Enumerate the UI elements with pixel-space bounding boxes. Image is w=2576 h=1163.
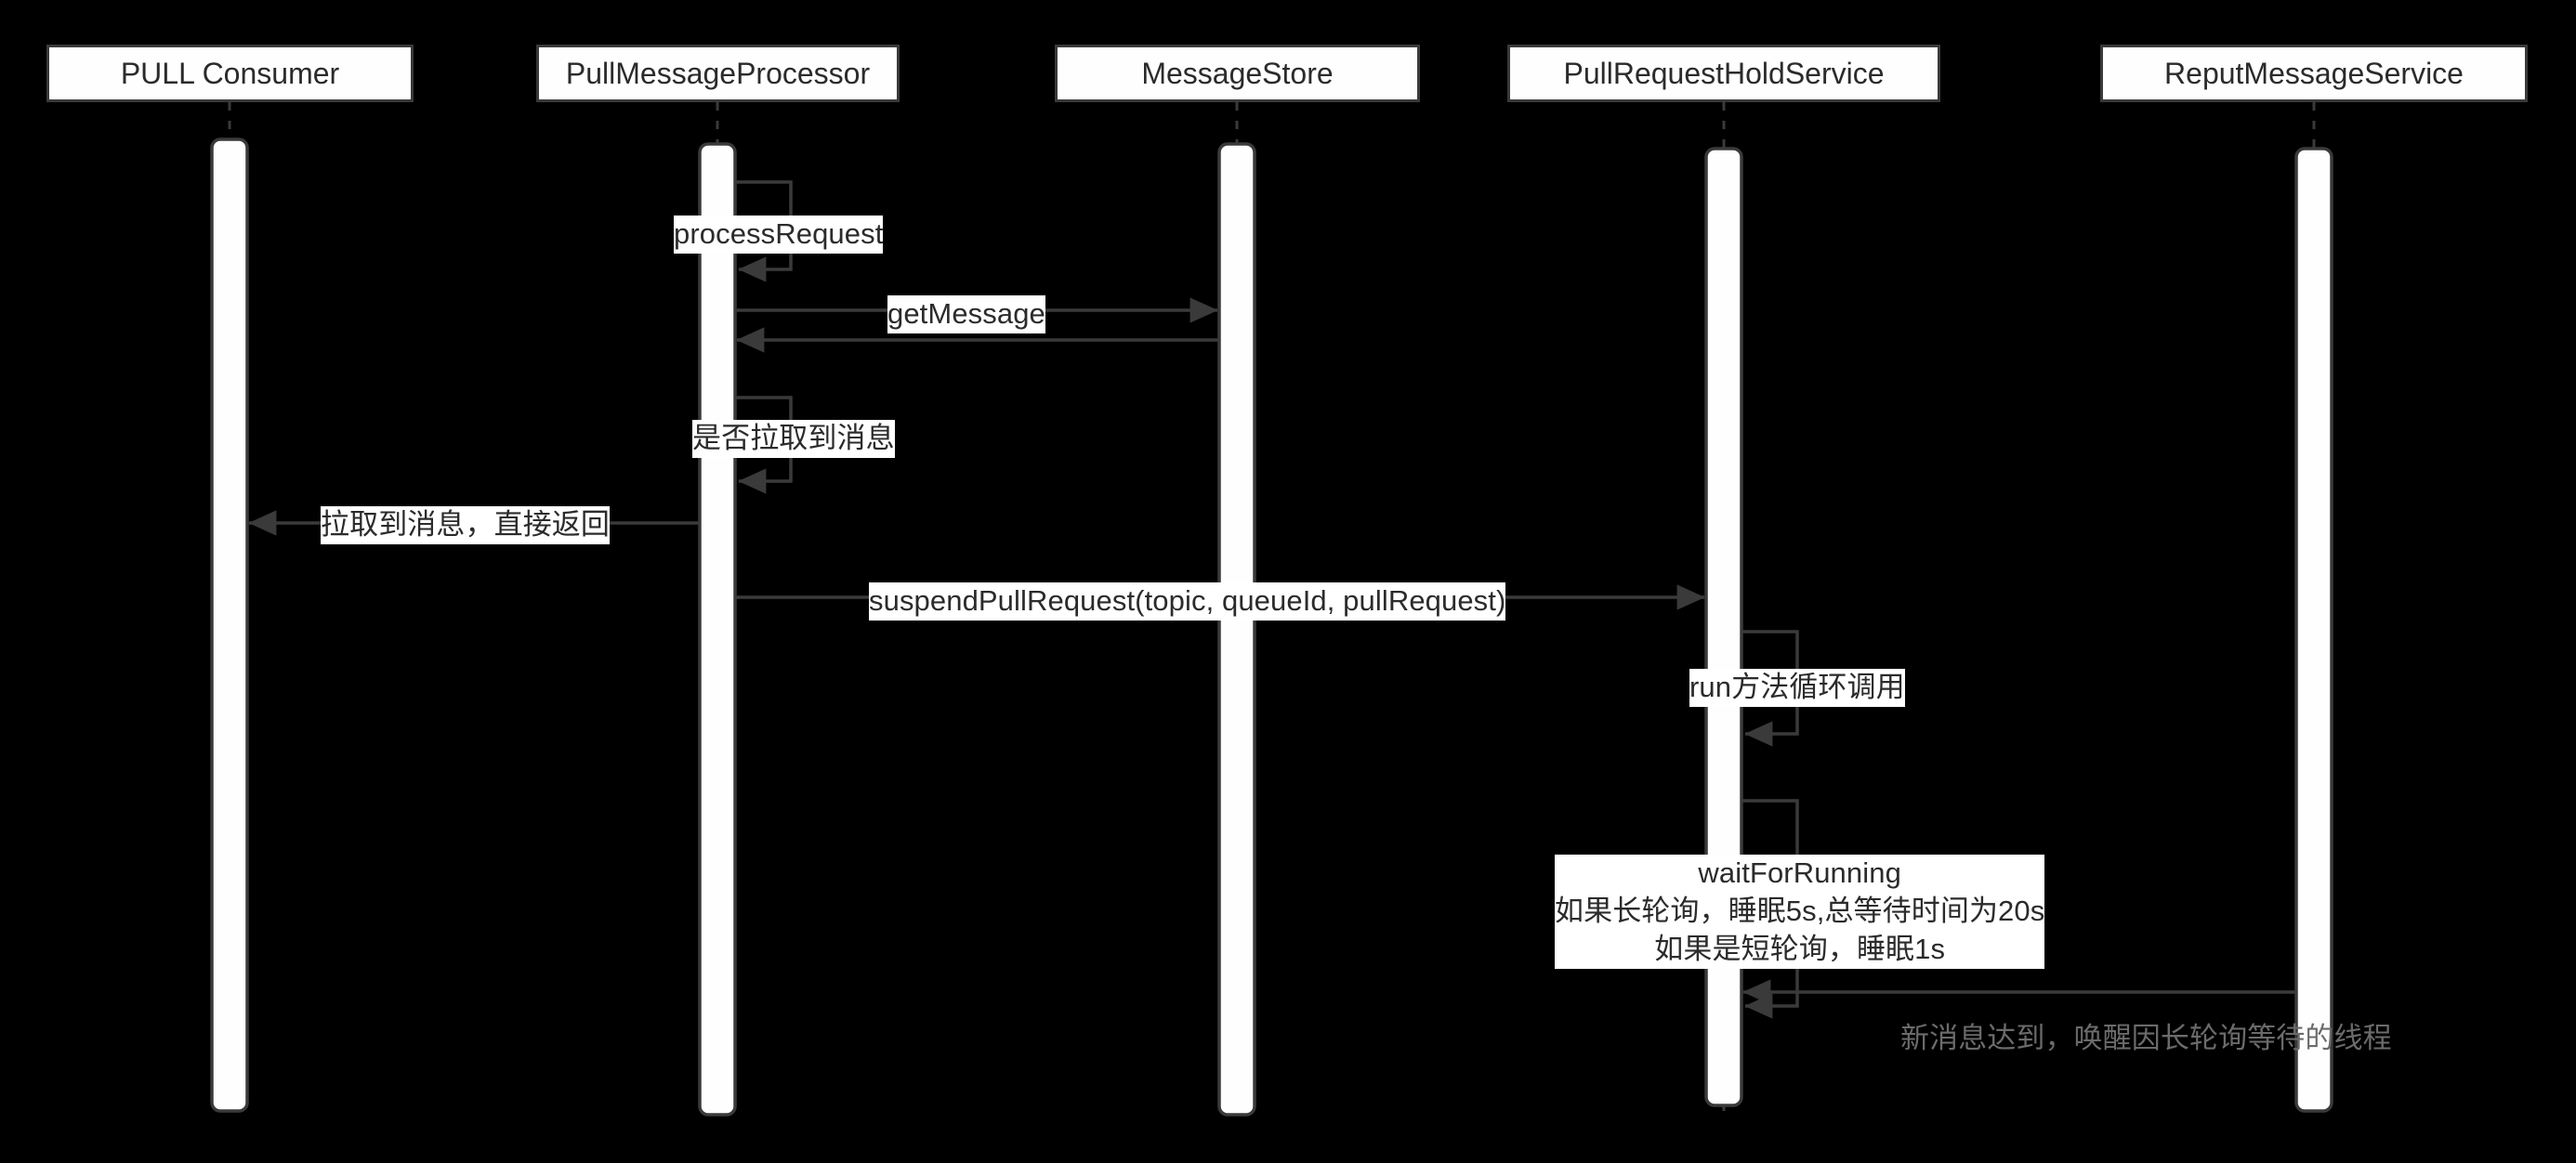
activation-pull-message-processor xyxy=(698,142,737,1117)
participant-box-pull-message-processor[interactable]: PullMessageProcessor xyxy=(536,45,900,102)
participant-box-pull-request-hold-service[interactable]: PullRequestHoldService xyxy=(1507,45,1940,102)
message-label-get-message: getMessage xyxy=(887,295,1045,333)
message-label-return-to-consumer: 拉取到消息，直接返回 xyxy=(321,506,610,544)
participant-label: PullRequestHoldService xyxy=(1563,56,1885,90)
activation-message-store xyxy=(1217,142,1256,1117)
activations-layer xyxy=(210,137,2333,1117)
participant-box-reput-message-service[interactable]: ReputMessageService xyxy=(2100,45,2528,102)
activation-reput-message-service xyxy=(2294,147,2333,1113)
message-label-run-loop: run方法循环调用 xyxy=(1689,669,1905,707)
participant-label: MessageStore xyxy=(1141,56,1334,90)
message-label-has-message: 是否拉取到消息 xyxy=(692,420,895,458)
participant-box-message-store[interactable]: MessageStore xyxy=(1055,45,1420,102)
participant-label: PULL Consumer xyxy=(120,56,340,90)
message-label-suspend-pull-request: suspendPullRequest(topic, queueId, pullR… xyxy=(869,582,1506,621)
participant-label: PullMessageProcessor xyxy=(565,56,871,90)
activation-pull-consumer xyxy=(210,137,249,1113)
participant-box-pull-consumer[interactable]: PULL Consumer xyxy=(46,45,414,102)
participant-label: ReputMessageService xyxy=(2164,56,2464,90)
message-label-process-request: processRequest xyxy=(674,216,884,254)
message-label-new-message-wakeup: 新消息达到，唤醒因长轮询等待的线程 xyxy=(1900,1022,2392,1054)
